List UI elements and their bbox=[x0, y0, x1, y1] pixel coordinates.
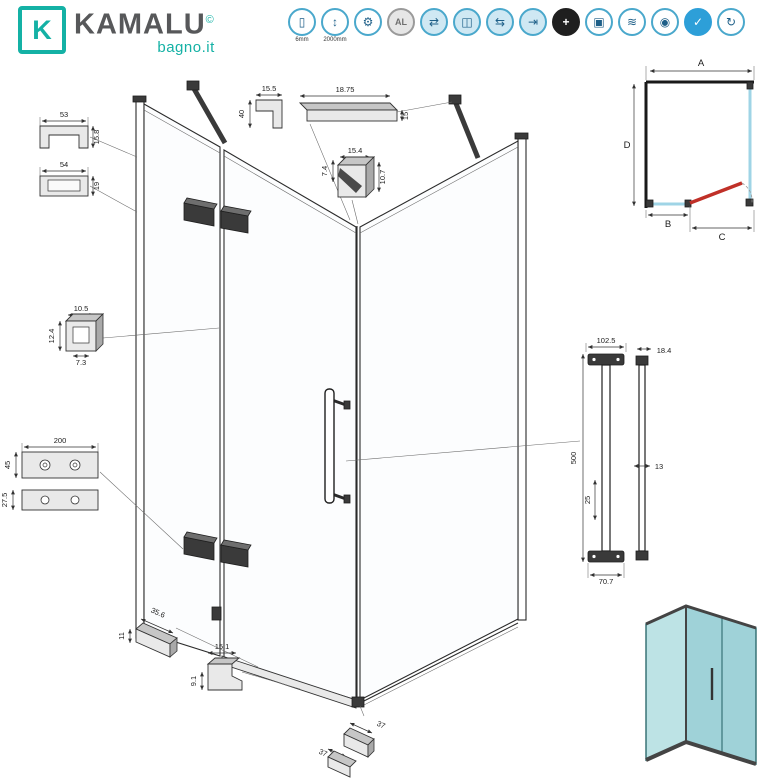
wall-fixing-icon: ⇥ bbox=[519, 8, 547, 44]
dim-wall-bracket-a-width: 53 bbox=[60, 110, 68, 119]
double-entry-icon: ⇆ bbox=[486, 8, 514, 44]
leader-lines bbox=[89, 101, 581, 717]
detail-handle: 102.5 500 25 70.7 18.4 13 bbox=[569, 336, 671, 586]
dim-handle-tube: 25 bbox=[583, 496, 592, 504]
dim-corner-joint-left: 7.4 bbox=[320, 166, 329, 176]
dim-handle-bar-width: 13 bbox=[655, 462, 663, 471]
dim-glass-clamp-width: 10.5 bbox=[74, 304, 89, 313]
right-wall-cap bbox=[514, 132, 529, 140]
dim-handle-side-depth: 18.4 bbox=[657, 346, 672, 355]
dim-wall-bracket-a-depth: 15.8 bbox=[92, 130, 101, 145]
dim-mounting-strip-height: 27.5 bbox=[0, 493, 9, 508]
dim-corner-joint-width: 15.4 bbox=[348, 146, 363, 155]
dim-mounting-plate-height: 45 bbox=[3, 461, 12, 469]
dim-corner-cap-b: 37 bbox=[317, 747, 328, 759]
support-bar-left-mount bbox=[186, 80, 200, 91]
dim-bottom-seal-height: 11 bbox=[117, 632, 126, 640]
plan-label-c: C bbox=[719, 232, 726, 243]
detail-bottom-seal: 35.6 11 bbox=[117, 606, 178, 658]
main-isometric-drawing bbox=[89, 80, 581, 717]
copyright-mark: © bbox=[205, 14, 215, 26]
dim-corner-joint-right: 10.7 bbox=[378, 170, 387, 185]
dim-wall-bracket-b-width: 54 bbox=[60, 160, 68, 169]
brand-name: KAMALU© bbox=[74, 8, 215, 41]
dim-wall-bracket-b-depth: 19 bbox=[92, 182, 101, 190]
support-bar-left bbox=[190, 85, 228, 145]
dim-handle-hole-spacing: 102.5 bbox=[597, 336, 616, 345]
brand-logo: K KAMALU© bagno.it bbox=[18, 6, 215, 56]
detail-corner-caps: 37 37 bbox=[317, 719, 387, 778]
extension-profile-icon: + bbox=[552, 8, 580, 44]
hinge-bottom bbox=[183, 531, 252, 568]
dim-top-bar-length: 18.75 bbox=[336, 85, 355, 94]
brand-site: bagno.it bbox=[157, 38, 215, 56]
tempered-glass-icon: ▣ bbox=[585, 8, 613, 44]
dim-handle-length: 500 bbox=[569, 452, 578, 465]
water-drop-icon: ✓ bbox=[684, 8, 712, 44]
right-wall-profile bbox=[517, 136, 527, 621]
handle-bar-side bbox=[638, 364, 646, 552]
support-bar-right-mount bbox=[448, 94, 462, 105]
render-3d bbox=[645, 604, 757, 766]
render-left-panel bbox=[645, 604, 687, 762]
dim-top-profile-height: 40 bbox=[237, 110, 246, 118]
detail-mounting-plate: 200 45 27.5 bbox=[0, 436, 99, 511]
reversible-icon: ⇄ bbox=[420, 8, 448, 44]
dim-top-bar-height: 15 bbox=[401, 112, 410, 120]
render-tray bbox=[645, 739, 757, 766]
plan-label-d: D bbox=[624, 140, 631, 151]
detail-corner-joint: 15.4 7.4 10.7 bbox=[320, 146, 387, 198]
kamalu-logo-icon: K bbox=[18, 6, 66, 54]
left-wall-profile bbox=[135, 99, 145, 639]
detail-wall-bracket-a: 53 15.8 bbox=[39, 110, 101, 149]
glass-thickness-icon: ▯6mm bbox=[288, 8, 316, 44]
dim-glass-clamp-height: 12.4 bbox=[47, 329, 56, 344]
handle-bar-front bbox=[601, 364, 611, 552]
detail-top-profiles: 15.5 40 18.75 15 bbox=[237, 84, 410, 129]
dim-top-profile-width: 15.5 bbox=[262, 84, 277, 93]
fixed-side-panel bbox=[143, 103, 221, 657]
detail-threshold: 15.1 9.1 bbox=[189, 642, 243, 691]
plan-door-open bbox=[689, 181, 743, 205]
dim-threshold-height: 9.1 bbox=[189, 676, 198, 686]
plan-door-swing-arc bbox=[741, 182, 753, 204]
easy-clean-icon: ≋ bbox=[618, 8, 646, 44]
recyclable-icon: ↻ bbox=[717, 8, 745, 44]
left-wall-cap bbox=[132, 95, 147, 103]
right-side-panel bbox=[359, 140, 519, 701]
feature-icons-row: ▯6mm ↕2000mm ⚙ AL ⇄ ◫ ⇆ ⇥ + ▣ ≋ ◉ ✓ ↻ bbox=[288, 8, 745, 44]
floor-corner-connector bbox=[351, 696, 365, 708]
adjustable-icon: ⚙ bbox=[354, 8, 382, 44]
dim-mounting-plate-length: 200 bbox=[54, 436, 67, 445]
render-front-panel bbox=[685, 605, 757, 765]
hinge-top bbox=[183, 197, 252, 234]
logo-letter: K bbox=[32, 14, 52, 45]
door-handle bbox=[324, 388, 351, 504]
plan-label-b: B bbox=[665, 219, 671, 230]
shower-panel-icon: ◫ bbox=[453, 8, 481, 44]
anti-limescale-icon: ◉ bbox=[651, 8, 679, 44]
dim-glass-clamp-inner: 7.3 bbox=[76, 358, 86, 367]
detail-glass-clamp: 10.5 12.4 7.3 bbox=[47, 304, 105, 367]
lower-door-bracket bbox=[211, 606, 222, 621]
support-bar-right bbox=[452, 100, 481, 159]
dim-threshold-width: 15.1 bbox=[215, 642, 230, 651]
plan-view: A D B C bbox=[624, 58, 755, 243]
brand-text: KAMALU© bagno.it bbox=[74, 6, 215, 56]
height-icon: ↕2000mm bbox=[321, 8, 349, 44]
aluminium-icon: AL bbox=[387, 8, 415, 44]
detail-wall-bracket-b: 54 19 bbox=[39, 160, 101, 197]
dim-handle-base-width: 70.7 bbox=[599, 577, 614, 586]
dim-corner-cap-a: 37 bbox=[375, 719, 386, 731]
plan-label-a: A bbox=[698, 58, 705, 69]
